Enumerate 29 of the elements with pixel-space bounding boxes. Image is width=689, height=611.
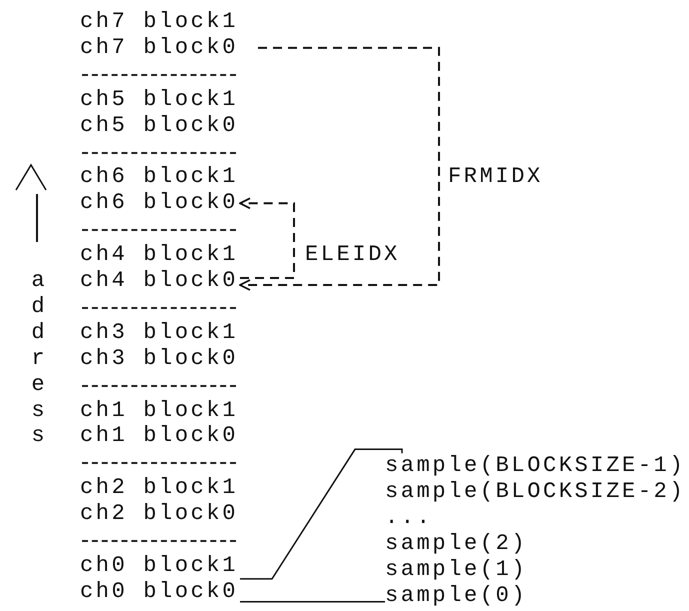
block-label: ch1 block1 — [80, 398, 240, 424]
block-label: ch0 block1 — [80, 552, 240, 579]
block-label: ch2 block1 — [80, 475, 240, 502]
block-label: ch5 block0 — [80, 112, 240, 139]
block-label: ch2 block0 — [80, 501, 240, 528]
edge-label: ELEIDX — [305, 242, 400, 268]
sample-label: sample(2) — [385, 530, 528, 557]
block-label: ch1 block0 — [80, 423, 240, 450]
block-label: ch3 block0 — [80, 346, 240, 372]
dimension-arrow — [239, 197, 295, 279]
edge-label: FRMIDX — [448, 164, 543, 190]
connector-line — [240, 601, 385, 603]
block-label: ch4 block0 — [80, 268, 240, 294]
connector-line — [240, 448, 403, 580]
sample-label: ... — [385, 505, 434, 531]
block-label: ch4 block1 — [80, 242, 240, 268]
sample-label: sample(BLOCKSIZE-2) — [385, 479, 686, 506]
sample-label: sample(0) — [385, 582, 528, 609]
block-label: ch7 block0 — [80, 34, 240, 61]
block-label: ch5 block1 — [80, 86, 240, 113]
dimension-arrow — [239, 46, 440, 291]
block-label: ch0 block0 — [80, 578, 240, 605]
sample-label: sample(BLOCKSIZE-1) — [385, 453, 686, 480]
block-label: ch3 block1 — [80, 320, 240, 346]
sample-label: sample(1) — [385, 556, 528, 583]
block-label: ch6 block1 — [80, 164, 240, 190]
block-label: ch6 block0 — [80, 190, 240, 216]
axis-label: address — [31, 268, 45, 450]
block-label: ch7 block1 — [80, 9, 240, 35]
